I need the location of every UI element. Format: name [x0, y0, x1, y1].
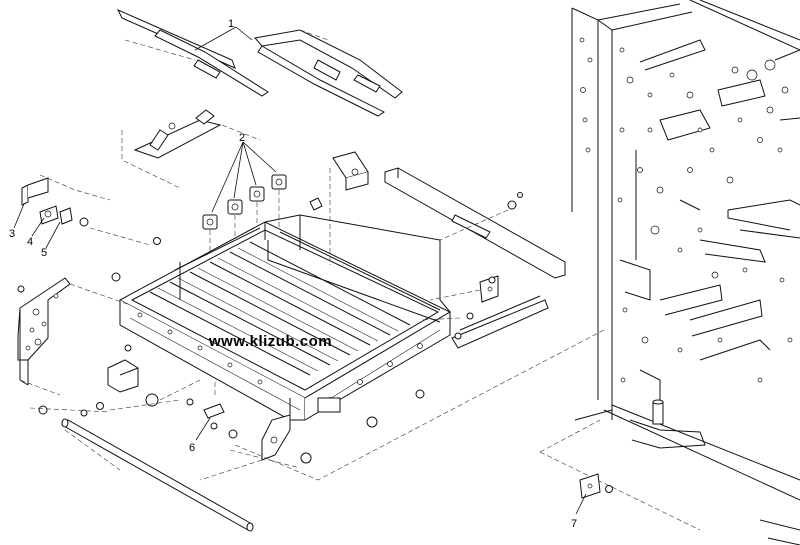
callout-7: 7 — [571, 518, 577, 530]
upper-left-bracket — [121, 109, 261, 189]
bottom-left-parts — [29, 344, 254, 532]
callout-labels: 1 2 3 4 5 6 7 — [9, 18, 577, 530]
watermark: www.klizub.com — [208, 333, 332, 350]
callout-3: 3 — [9, 228, 15, 240]
part-7-assembly — [539, 419, 701, 531]
right-rails — [309, 151, 566, 349]
callout-4: 4 — [27, 236, 33, 248]
left-side-parts — [13, 174, 151, 249]
main-frame-holes — [579, 37, 793, 383]
callout-6: 6 — [189, 442, 195, 454]
left-side-plate — [17, 237, 161, 396]
main-frame-assembly — [571, 0, 800, 545]
central-frame — [118, 214, 452, 421]
callout-1: 1 — [228, 18, 234, 30]
front-bottom-bracket — [199, 329, 605, 481]
watermark-text: www.klizub.com — [208, 333, 332, 350]
callout-5: 5 — [41, 247, 47, 259]
part-1-guide-plates — [116, 8, 403, 117]
callout-2: 2 — [239, 132, 245, 144]
